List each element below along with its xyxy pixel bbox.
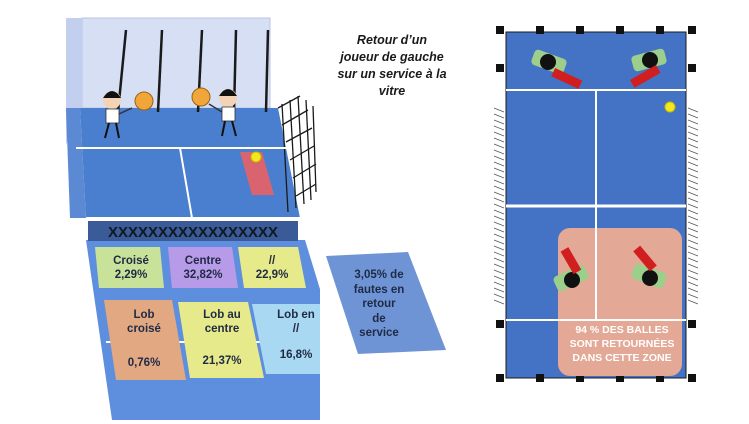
- zone-parallele-value: 22,9%: [255, 269, 289, 281]
- return-zone-note: 94 % DES BALLES SONT RETOURNÉES DANS CET…: [562, 323, 682, 365]
- player-left: [103, 91, 154, 139]
- service-box-highlight: [240, 152, 274, 195]
- zone-centre-label: Centre 32,82%: [172, 249, 234, 287]
- side-fence-hatch: [493, 107, 699, 305]
- title-line-4: vitre: [378, 84, 406, 98]
- left-side-wall: [66, 108, 86, 218]
- title-line-3: sur un service à la: [337, 67, 447, 81]
- zone-lob-centre-name-line-2: centre: [204, 323, 240, 335]
- fence-posts: [496, 26, 696, 382]
- net: [88, 221, 298, 241]
- fault-note: 3,05% de fautes en retour de service: [338, 268, 420, 341]
- zone-parallele-name: //: [268, 255, 276, 267]
- player-right: [191, 87, 237, 137]
- title-line-1: Retour d’un: [356, 33, 428, 47]
- player-top-right: [630, 48, 667, 88]
- zone-note-line-1: 94 % DES BALLES: [575, 324, 669, 336]
- zone-lob-parallele-name-line-1: Lob en: [277, 309, 315, 321]
- zone-lob-parallele-tile: [252, 304, 320, 374]
- zone-lob-centre-value: 21,37%: [202, 355, 242, 367]
- top-down-court: [493, 26, 699, 382]
- player-bottom-left: [553, 247, 589, 292]
- fault-note-line-1: 3,05% de: [354, 269, 404, 281]
- zone-lob-centre-name-line-1: Lob au: [203, 309, 241, 321]
- perspective-court: XXXXXXXXXXXXXXXXX: [66, 17, 320, 420]
- court-floor: [80, 108, 300, 218]
- side-fence: [277, 95, 317, 213]
- fault-note-line-2: fautes en: [353, 283, 405, 296]
- zone-centre-tile: [168, 247, 238, 288]
- zone-lob-croise-name-line-2: croisé: [127, 323, 161, 335]
- fault-note-line-5: service: [359, 327, 399, 339]
- zone-lob-centre-label: Lob au centre 21,37%: [188, 308, 256, 372]
- zone-croise-label: Croisé 2,29%: [100, 249, 162, 287]
- fault-note-tile: [326, 252, 446, 354]
- diagram-title: Retour d’un joueur de gauche sur un serv…: [322, 32, 462, 100]
- ball: [250, 151, 262, 163]
- zone-parallele-label: // 22,9%: [242, 249, 302, 287]
- zone-lob-croise-name-line-1: Lob: [133, 309, 155, 321]
- zone-lob-parallele-label: Lob en // 16,8%: [262, 308, 330, 368]
- zone-lob-croise-label: Lob croisé 0,76%: [112, 308, 176, 374]
- net-band: [86, 217, 300, 221]
- zone-parallele-tile: [238, 247, 306, 288]
- zone-lob-croise-tile: [104, 300, 186, 380]
- ball-top: [664, 101, 676, 113]
- zone-lob-croise-value: 0,76%: [127, 357, 161, 369]
- zone-lob-parallele-name-line-2: //: [292, 323, 300, 335]
- fault-note-line-3: retour: [362, 298, 396, 310]
- zone-croise-tile: [95, 247, 164, 288]
- zone-note-line-3: DANS CETTE ZONE: [572, 352, 672, 364]
- zone-lob-centre-tile: [178, 302, 264, 378]
- fault-note-line-4: de: [372, 312, 386, 325]
- zone-croise-value: 2,29%: [114, 269, 148, 281]
- player-bottom-right: [631, 245, 667, 289]
- net-mesh: XXXXXXXXXXXXXXXXX: [108, 224, 278, 241]
- zone-croise-name: Croisé: [113, 255, 149, 267]
- court-lines-top: [506, 89, 686, 321]
- player-top-left: [531, 49, 583, 89]
- zone-note-line-2: SONT RETOURNÉES: [569, 338, 675, 350]
- zone-centre-value: 32,82%: [183, 269, 223, 281]
- zone-centre-name: Centre: [184, 255, 222, 267]
- zone-lob-parallele-value: 16,8%: [279, 349, 313, 361]
- title-line-2: joueur de gauche: [340, 50, 444, 64]
